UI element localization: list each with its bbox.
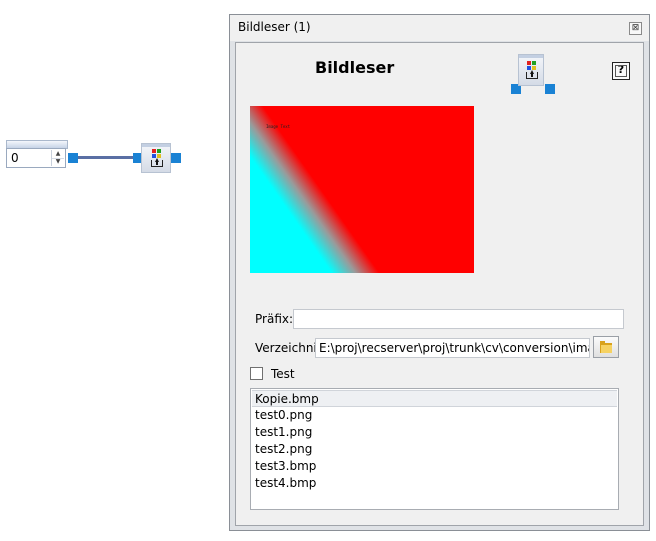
prefix-label: Präfix: [255, 312, 294, 326]
preview-caption: Image Text [266, 124, 291, 129]
window-node-output-port[interactable] [545, 84, 555, 94]
list-item[interactable]: test1.png [255, 425, 313, 439]
panel-heading: Bildleser [315, 58, 395, 77]
help-icon: ? [617, 63, 625, 76]
spinbox[interactable]: 0 ▲ ▼ [6, 148, 66, 168]
image-reader-icon [149, 149, 165, 169]
close-icon: ⊠ [631, 23, 640, 33]
prefix-input[interactable] [293, 309, 624, 329]
reader-input-port[interactable] [133, 153, 143, 163]
node-header [142, 144, 170, 147]
list-item[interactable]: test2.png [255, 442, 313, 456]
directory-label: Verzeichnis: [255, 341, 328, 355]
list-item[interactable]: test4.bmp [255, 476, 317, 490]
list-item[interactable]: test0.png [255, 408, 313, 422]
list-item[interactable]: Kopie.bmp [252, 390, 617, 407]
browse-folder-button[interactable] [593, 336, 619, 358]
spinbox-value[interactable]: 0 [11, 151, 19, 165]
test-label: Test [271, 367, 295, 381]
window-node-icon [518, 54, 544, 86]
spin-buttons: ▲ ▼ [51, 150, 64, 166]
image-reader-icon [524, 61, 540, 81]
help-button[interactable]: ? [612, 62, 630, 80]
bildleser-window: Bildleser (1) ⊠ Bildleser ? Image Text P… [229, 14, 650, 531]
folder-icon [600, 341, 612, 353]
test-checkbox[interactable] [250, 367, 263, 380]
directory-input[interactable]: E:\proj\recserver\proj\trunk\cv\conversi… [315, 338, 590, 358]
window-title: Bildleser (1) [238, 20, 311, 34]
spinbox-node[interactable]: 0 ▲ ▼ [6, 140, 68, 171]
image-preview: Image Text [250, 106, 474, 273]
spin-down-icon[interactable]: ▼ [55, 158, 61, 165]
image-reader-node[interactable] [141, 143, 171, 173]
close-button[interactable]: ⊠ [629, 22, 642, 35]
spinbox-output-port[interactable] [68, 153, 78, 163]
window-node-input-port[interactable] [511, 84, 521, 94]
title-bar[interactable]: Bildleser (1) ⊠ [230, 15, 649, 41]
list-item[interactable]: test3.bmp [255, 459, 317, 473]
spin-up-icon[interactable]: ▲ [52, 150, 64, 159]
file-list[interactable]: Kopie.bmp test0.png test1.png test2.png … [250, 388, 619, 510]
reader-output-port[interactable] [171, 153, 181, 163]
preview-gradient [250, 106, 474, 273]
node-connection[interactable] [78, 156, 136, 159]
